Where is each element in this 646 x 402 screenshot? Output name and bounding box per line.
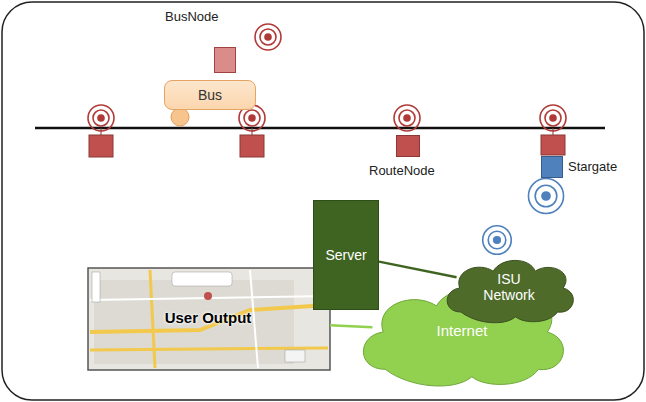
antenna-ring [404,115,410,121]
server-box: Server [313,200,379,310]
route-node-squares [89,128,565,157]
node-label: RouteNode [369,164,435,179]
post [553,128,554,135]
node-label: BusNode [165,10,218,25]
antenna-ring [494,237,501,244]
antenna-ring [260,29,276,45]
map-illustration [88,268,330,370]
antenna-ring [550,115,556,121]
route-node: RouteNode [396,135,420,157]
antenna-ring [545,110,561,126]
node-label: User Output [165,309,252,326]
antenna-ring [394,105,420,131]
antenna-ring [93,110,109,126]
stargate-box: Stargate [541,156,563,178]
node-label: Internet [437,322,488,339]
antenna-ring [265,34,271,40]
antenna-ring [244,110,260,126]
bus-node: BusNode [214,47,236,73]
route-node-square [89,135,113,157]
antenna-ring [535,185,557,207]
route-node-square [240,135,264,157]
node-label: Server [325,247,366,263]
route-node-square [541,135,565,155]
isu-network-cloud: ISU Network [440,252,580,324]
antenna-ring [542,192,550,200]
antenna-ring [98,115,104,121]
post [252,128,253,135]
node-label: Bus [198,87,222,103]
user-output: User Output [88,268,330,370]
bus-route-line [35,127,605,130]
connector-line [379,262,457,278]
antenna-ring [488,231,506,249]
bus-box: Bus [164,80,256,110]
bus-wheel [171,108,189,126]
antenna-ring [249,115,255,121]
antenna-ring [88,105,114,131]
antenna-ring [528,178,563,213]
connector-line [330,325,372,327]
post [101,128,102,135]
node-label: ISU Network [474,271,544,303]
antenna-ring [399,110,415,126]
antenna-ring [540,105,566,131]
antenna-ring [483,226,512,255]
antenna-ring [255,24,281,50]
node-label: Stargate [568,160,617,175]
